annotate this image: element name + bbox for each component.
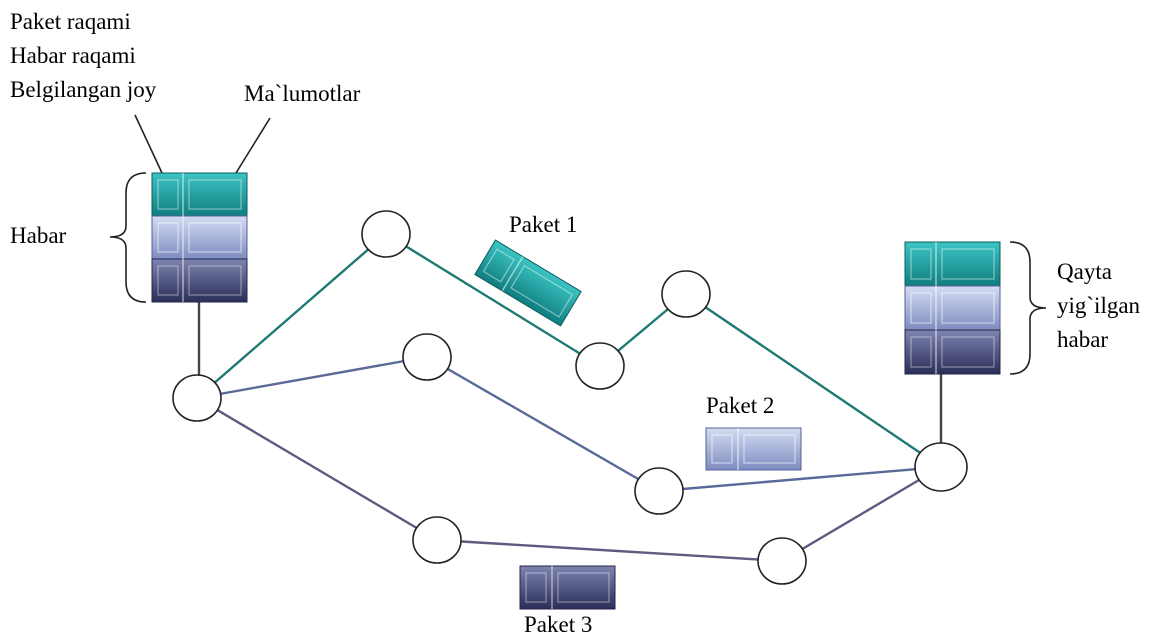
link-blue xyxy=(658,465,942,493)
packet-2-label: Paket 2 xyxy=(706,393,774,418)
link-teal xyxy=(685,293,942,468)
router-node xyxy=(172,374,222,422)
message-label: Habar xyxy=(10,223,67,248)
router-node xyxy=(402,333,452,381)
nodes xyxy=(172,210,968,585)
packet-1-label: Paket 1 xyxy=(509,212,577,237)
router-node xyxy=(757,537,807,585)
packet-3-icon xyxy=(519,565,616,610)
packet-1-icon xyxy=(474,239,582,327)
link-teal xyxy=(196,233,387,399)
link-gray xyxy=(781,465,942,563)
packet-3-label: Paket 3 xyxy=(524,612,592,633)
router-node xyxy=(575,342,625,390)
packet-2-icon xyxy=(705,427,802,471)
reassembled-brace xyxy=(1009,241,1047,375)
message-brace xyxy=(109,172,147,303)
data-label: Ma`lumotlar xyxy=(244,81,361,106)
source-message-stack xyxy=(151,172,248,303)
reassembled-label-line-1: Qayta xyxy=(1057,259,1112,284)
header-label-message-number: Habar raqami xyxy=(10,43,136,68)
link-teal xyxy=(385,232,601,368)
router-node xyxy=(361,210,411,258)
links xyxy=(134,114,943,563)
reassembled-label-line-2: yig`ilgan xyxy=(1057,293,1141,318)
data-pointer xyxy=(235,117,271,174)
router-node xyxy=(661,270,711,318)
link-gray xyxy=(436,538,783,563)
reassembled-label-line-3: habar xyxy=(1057,327,1108,352)
link-blue xyxy=(196,355,428,400)
link-blue xyxy=(426,355,660,493)
router-node xyxy=(634,467,684,515)
link-gray xyxy=(196,396,438,542)
header-pointer xyxy=(134,114,163,174)
reassembled-message-stack xyxy=(904,241,1001,375)
router-node xyxy=(412,516,462,564)
header-label-destination: Belgilangan joy xyxy=(10,77,157,102)
header-label-packet-number: Paket raqami xyxy=(10,9,131,34)
router-node xyxy=(914,442,968,492)
